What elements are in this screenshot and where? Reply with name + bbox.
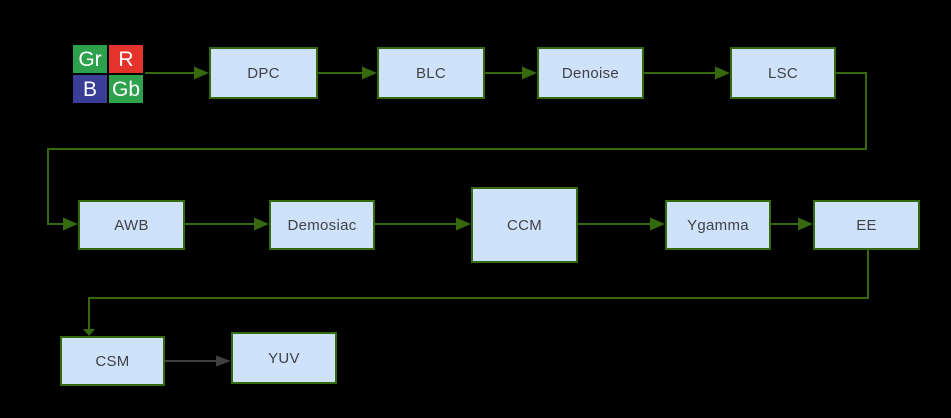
node-awb: AWB (78, 200, 185, 250)
arrowhead-csm (83, 329, 95, 336)
arrowhead-dpc (194, 66, 209, 80)
node-dpc: DPC (209, 47, 318, 99)
node-csm: CSM (60, 336, 165, 386)
node-ee: EE (813, 200, 920, 250)
arrowhead-blc (362, 66, 377, 80)
arrowhead-lsc (715, 66, 730, 80)
arrowhead-demosiac (254, 217, 269, 231)
arrowhead-ee (798, 217, 813, 231)
arrowhead-ygamma (650, 217, 665, 231)
arrowhead-ccm (456, 217, 471, 231)
arrowhead-yuv (216, 355, 231, 367)
bayer-cell-r: R (109, 45, 143, 73)
node-denoise: Denoise (537, 47, 644, 99)
bayer-cell-gr: Gr (73, 45, 107, 73)
arrowhead-awb (63, 217, 78, 231)
bayer-cell-b: B (73, 75, 107, 103)
node-blc: BLC (377, 47, 485, 99)
arrowhead-denoise (522, 66, 537, 80)
node-yuv: YUV (231, 332, 337, 384)
node-demosiac: Demosiac (269, 200, 375, 250)
node-ygamma: Ygamma (665, 200, 771, 250)
bayer-pattern-icon: Gr R B Gb (73, 45, 143, 103)
bayer-cell-gb: Gb (109, 75, 143, 103)
node-ccm: CCM (471, 187, 578, 263)
node-lsc: LSC (730, 47, 836, 99)
